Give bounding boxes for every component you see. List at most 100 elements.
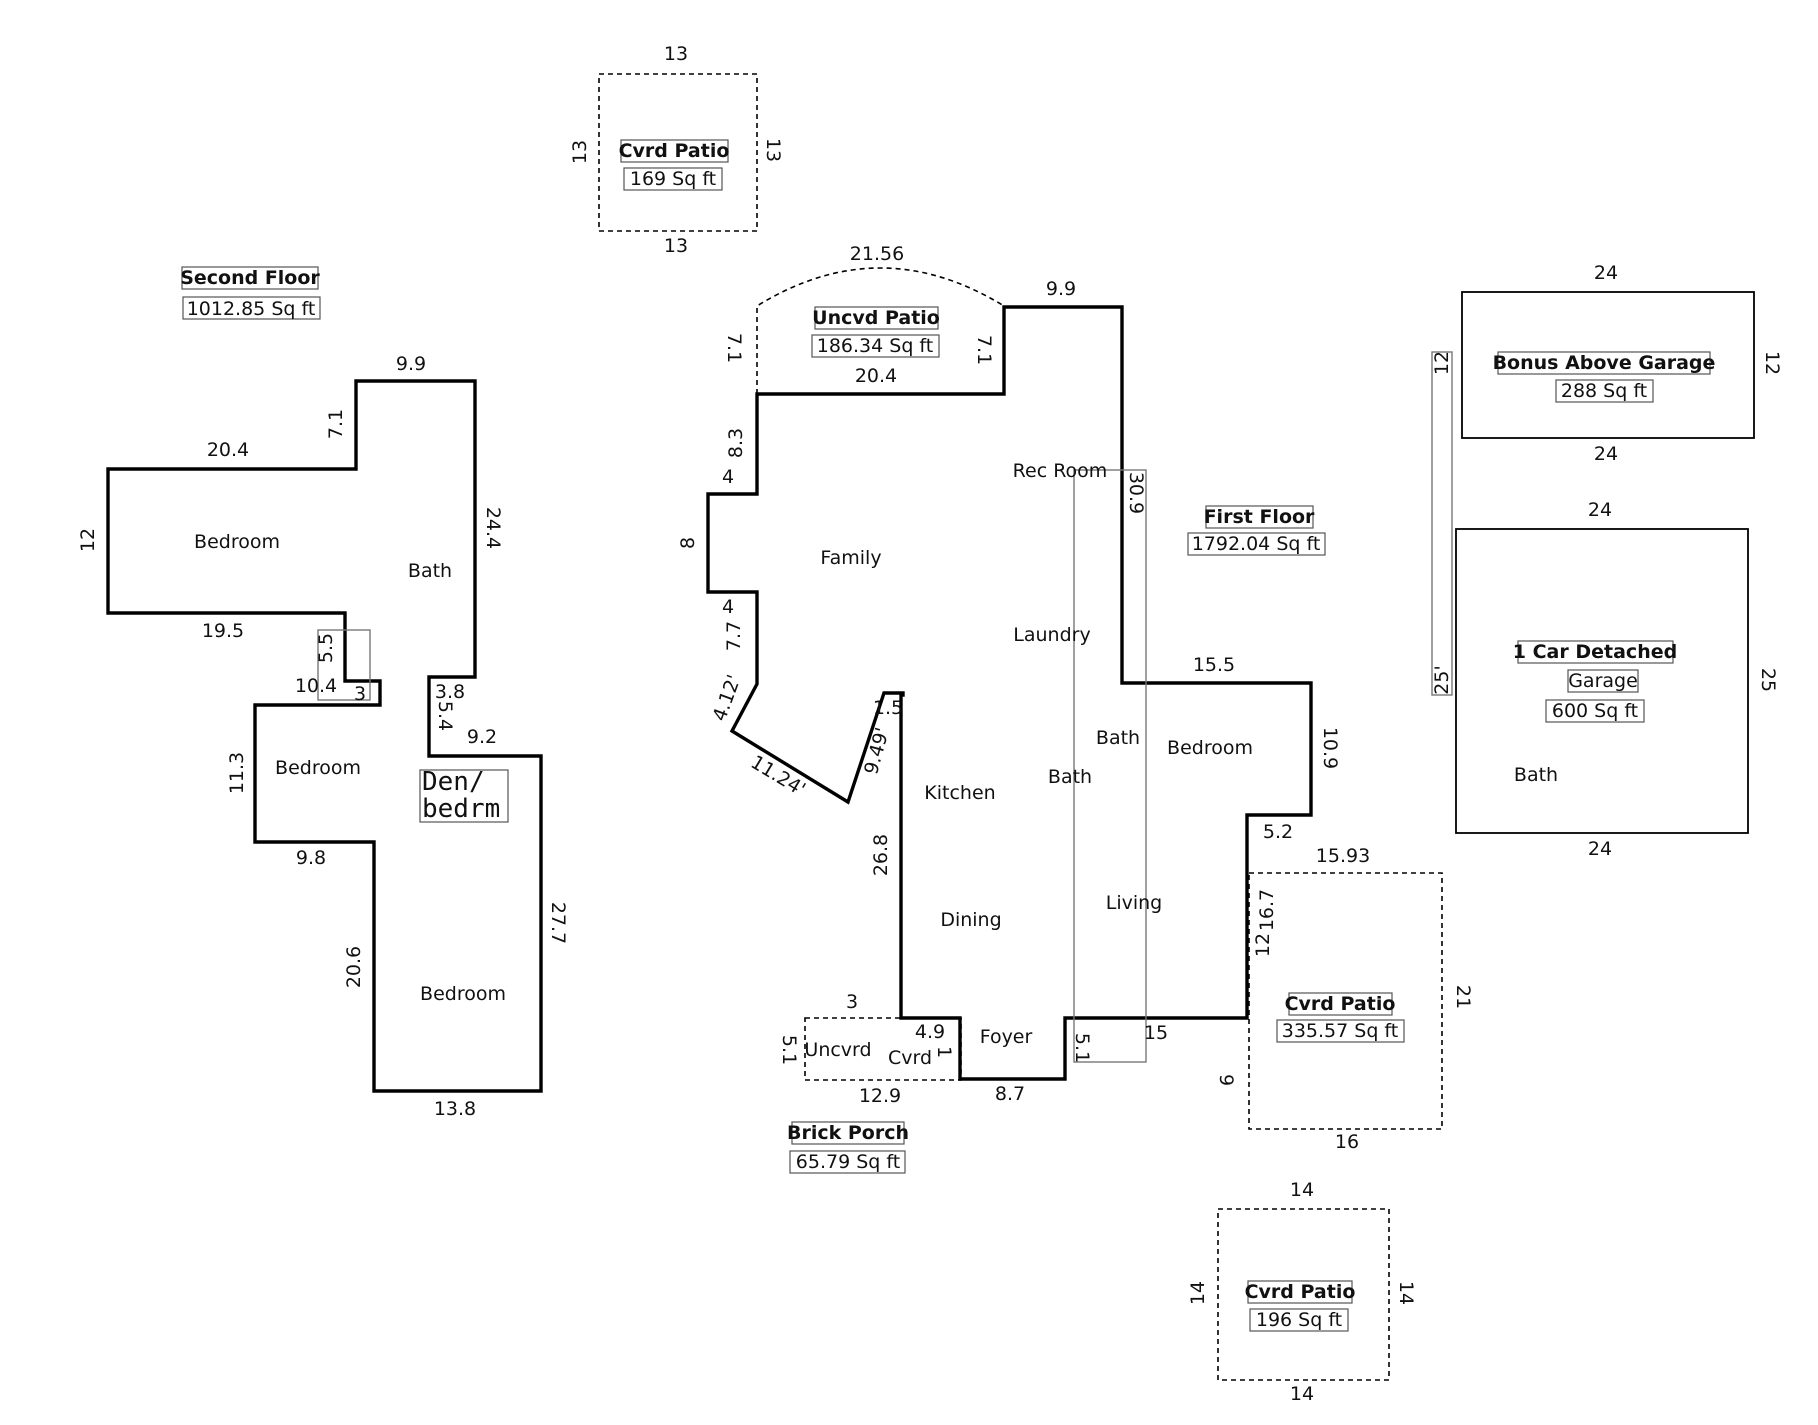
dimension-label: 3.8 [435, 681, 465, 703]
dimension-label: 13 [569, 140, 591, 164]
garage-subtitle: Garage [1568, 670, 1638, 692]
first-floor-section: First Floor 1792.04 Sq ft Rec Room Famil… [677, 305, 1341, 1107]
patio-title: Cvrd Patio [1245, 1281, 1356, 1303]
dimension-label: 5.2 [1263, 821, 1293, 843]
room-label: Bedroom [194, 531, 280, 553]
patio-title: Cvrd Patio [619, 140, 730, 162]
room-label: Uncvrd [804, 1039, 871, 1061]
dimension-label: 11.3 [226, 752, 248, 794]
room-label: Foyer [980, 1026, 1033, 1048]
garage: 1 Car Detached Garage 600 Sq ft Bath 24 … [1431, 351, 1779, 860]
second-floor-outline [106, 379, 543, 1093]
dimension-label: 5.1 [778, 1035, 800, 1065]
dimension-label: 10.4 [295, 675, 337, 697]
dimension-label: 1.5 [873, 697, 903, 719]
room-label: Living [1106, 892, 1163, 914]
patio-area: 169 Sq ft [630, 168, 716, 190]
dimension-label: 8 [677, 537, 699, 549]
dimension-label: 14 [1290, 1179, 1314, 1201]
garage-title: 1 Car Detached [1513, 641, 1677, 663]
dimension-label: 7.7 [723, 621, 745, 651]
dimension-label: 8.3 [725, 428, 747, 458]
dimension-label: 24 [1594, 443, 1618, 465]
dimension-label: 1 [933, 1046, 955, 1058]
room-label: Laundry [1013, 624, 1090, 646]
patio-title: Uncvd Patio [812, 307, 940, 329]
dimension-label: 15.93 [1316, 845, 1370, 867]
first-floor-dims: 30.9 8.3 4 8 4 7.7 4.12' 11.24' 1.5 9.49… [677, 428, 1341, 1107]
garage-area: 600 Sq ft [1552, 700, 1638, 722]
dimension-label: 5.4 [434, 701, 456, 731]
room-label: Bath [1048, 766, 1092, 788]
room-label: Bedroom [420, 983, 506, 1005]
dimension-label: 21.56 [850, 243, 904, 265]
dimension-label: 9.2 [467, 726, 497, 748]
porch-title: Brick Porch [787, 1122, 909, 1144]
first-floor-area: 1792.04 Sq ft [1192, 533, 1321, 555]
dimension-label: 27.7 [547, 902, 569, 944]
second-floor-section: Second Floor 1012.85 Sq ft Bedroom Bath … [77, 266, 569, 1120]
dimension-label: 4 [722, 466, 734, 488]
room-label: Bath [1096, 727, 1140, 749]
first-floor-title: First Floor [1204, 506, 1315, 528]
dimension-label: 4 [722, 596, 734, 618]
dimension-label: 7.1 [973, 335, 995, 365]
bonus-above-garage: Bonus Above Garage 288 Sq ft 24 12 24 12 [1431, 262, 1783, 465]
dimension-label: 13 [664, 43, 688, 65]
dimension-label: 4.9 [915, 1021, 945, 1043]
dimension-label: 19.5 [202, 620, 244, 642]
room-label: Bath [1514, 764, 1558, 786]
dimension-label: 15.5 [1193, 654, 1235, 676]
dimension-label: 9.49' [860, 725, 894, 777]
patio-area: 196 Sq ft [1256, 1309, 1342, 1331]
dimension-label: 9.8 [296, 847, 326, 869]
uncvd-patio: Uncvd Patio 186.34 Sq ft 21.56 7.1 7.1 2… [723, 243, 1076, 394]
dimension-label: 26.8 [870, 834, 892, 876]
dimension-label: 12 [1252, 933, 1274, 957]
dimension-label: 13.8 [434, 1098, 476, 1120]
dimension-label: 30.9 [1125, 472, 1147, 514]
room-label: Dining [940, 909, 1001, 931]
bonus-area: 288 Sq ft [1561, 380, 1647, 402]
room-label: Kitchen [924, 782, 995, 804]
cvrd-patio-right: Cvrd Patio 335.57 Sq ft 15.93 21 16 9 [1215, 845, 1474, 1153]
room-label: Family [820, 547, 881, 569]
cvrd-patio-top: Cvrd Patio 169 Sq ft 13 13 13 13 [569, 43, 784, 257]
dimension-label: 5.1 [1071, 1033, 1093, 1063]
second-floor-title: Second Floor [180, 267, 320, 289]
cvrd-patio-bottom: Cvrd Patio 196 Sq ft 14 14 14 14 [1187, 1179, 1417, 1405]
dimension-label: 7.1 [723, 333, 745, 363]
dimension-label: 16.7 [1256, 889, 1278, 931]
dimension-label: 9.9 [396, 353, 426, 375]
room-label: Bedroom [275, 757, 361, 779]
porch-area: 65.79 Sq ft [796, 1151, 900, 1173]
dimension-label: 13 [762, 138, 784, 162]
room-label: Bedroom [1167, 737, 1253, 759]
second-floor-dims: 9.9 7.1 20.4 12 24.4 19.5 5.5 10.4 3 3.8… [77, 353, 569, 1120]
dimension-label: 25 [1757, 668, 1779, 692]
dimension-label: 8.7 [995, 1083, 1025, 1105]
brick-porch: Uncvrd Cvrd Brick Porch 65.79 Sq ft [787, 1017, 962, 1174]
dimension-label: 24.4 [482, 507, 504, 549]
dimension-label: 16 [1335, 1131, 1359, 1153]
dimension-label: 24 [1588, 499, 1612, 521]
bonus-title: Bonus Above Garage [1493, 352, 1716, 374]
room-label: Rec Room [1013, 460, 1108, 482]
first-floor-outline [706, 305, 1313, 1081]
second-floor-area: 1012.85 Sq ft [187, 298, 316, 320]
dimension-label: 12 [1431, 351, 1453, 375]
dimension-label: 20.6 [343, 946, 365, 988]
room-label: Bath [408, 560, 452, 582]
dimension-label: 20.4 [855, 365, 897, 387]
dimension-label: 9.9 [1046, 278, 1076, 300]
patio-area: 335.57 Sq ft [1282, 1020, 1399, 1042]
dimension-label: 7.1 [325, 409, 347, 439]
dimension-label: 14 [1395, 1281, 1417, 1305]
patio-title: Cvrd Patio [1285, 993, 1396, 1015]
dimension-label: 12.9 [859, 1085, 901, 1107]
dimension-label: 3 [354, 683, 366, 705]
patio-area: 186.34 Sq ft [817, 335, 934, 357]
dimension-label: 20.4 [207, 439, 249, 461]
dimension-label: 14 [1187, 1281, 1209, 1305]
